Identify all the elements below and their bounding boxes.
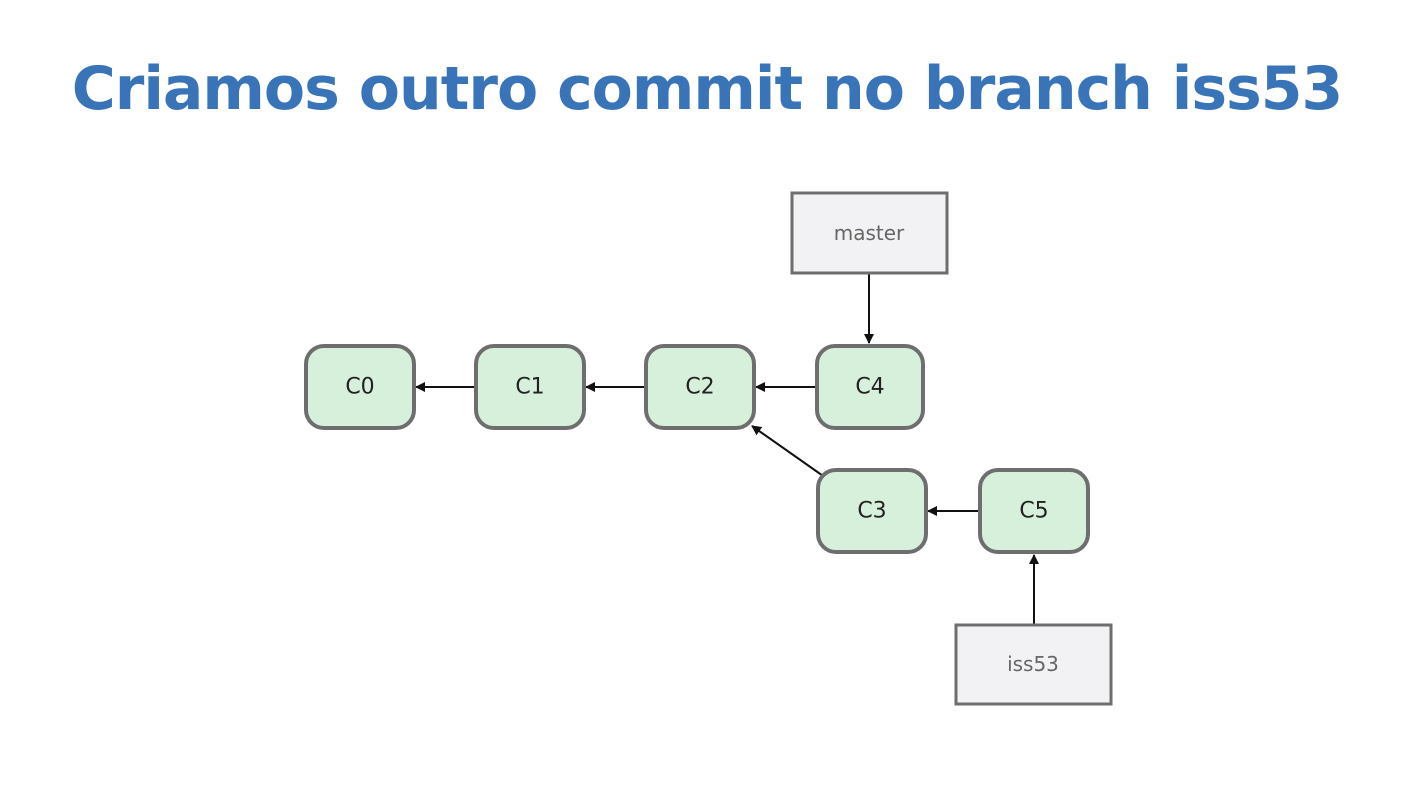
commit-c0: C0 [304, 344, 416, 430]
arrow-c3-to-c2 [751, 425, 827, 479]
commit-c4: C4 [815, 344, 925, 430]
branch-master: master [790, 191, 949, 275]
commit-c4-label: C4 [855, 375, 884, 400]
commit-c1: C1 [474, 344, 586, 430]
branch-master-label: master [834, 221, 905, 245]
commit-c5-label: C5 [1019, 499, 1048, 524]
commit-c5: C5 [978, 468, 1090, 554]
slide-title: Criamos outro commit no branch iss53 [71, 54, 1344, 124]
commit-c2-label: C2 [685, 375, 714, 400]
commit-c0-label: C0 [345, 375, 374, 400]
branch-iss53: iss53 [954, 623, 1113, 706]
commit-c1-label: C1 [515, 375, 544, 400]
commit-c3-label: C3 [857, 499, 886, 524]
commit-c2: C2 [644, 344, 756, 430]
commit-c3: C3 [816, 468, 928, 554]
branch-iss53-label: iss53 [1007, 652, 1059, 676]
edges [415, 274, 1039, 624]
